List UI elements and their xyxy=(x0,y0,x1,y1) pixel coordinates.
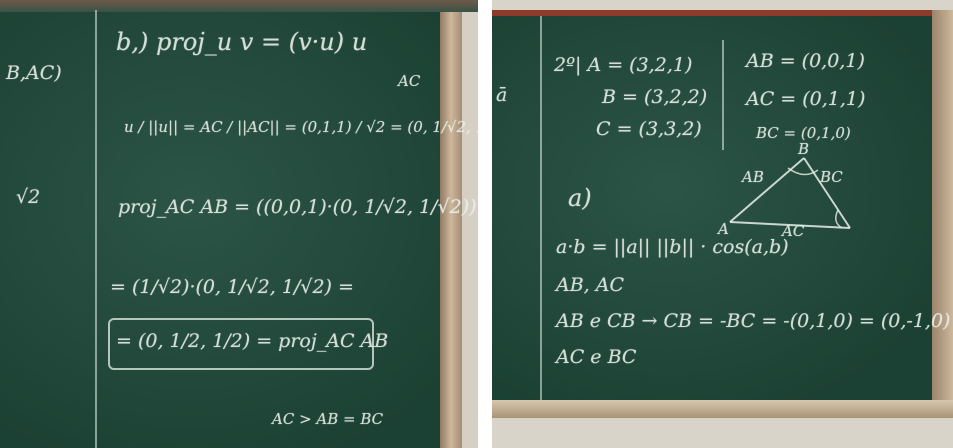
right-column-divider xyxy=(722,40,724,150)
point-b-line: B = (3,2,2) xyxy=(602,86,708,108)
ab-ac-line: AB, AC xyxy=(556,274,625,296)
vector-bc-line: BC = (0,1,0) xyxy=(756,124,851,142)
left-margin-line xyxy=(95,10,97,448)
left-wall xyxy=(462,0,478,448)
triangle-diagram xyxy=(729,157,851,229)
left-line-3: u / ||u|| = AC / ||AC|| = (0,1,1) / √2 =… xyxy=(124,118,478,136)
left-line-1: b,) proj_u v = (v·u) u xyxy=(116,28,368,56)
triangle-label-ac: AC xyxy=(782,222,805,240)
triangle-label-a: A xyxy=(718,220,729,238)
vector-ac-line: AC = (0,1,1) xyxy=(746,88,866,110)
right-board-frame xyxy=(932,10,953,410)
point-c-line: C = (3,3,2) xyxy=(596,118,702,140)
right-margin-line xyxy=(540,16,542,400)
right-margin-text: ā xyxy=(496,84,508,106)
left-line-5: = (1/√2)·(0, 1/√2, 1/√2) = xyxy=(110,276,354,298)
left-line-7: AC > AB = BC xyxy=(272,410,384,428)
left-line-6: = (0, 1/2, 1/2) = proj_AC AB xyxy=(116,330,389,352)
left-line-2: AC xyxy=(398,72,421,90)
left-margin-text-2: √2 xyxy=(16,186,41,208)
left-result-box xyxy=(108,318,374,370)
triangle-label-ab: AB xyxy=(742,168,764,186)
right-board-top-edge xyxy=(492,10,953,16)
ab-cb-line: AB e CB → CB = -BC = -(0,1,0) = (0,-1,0) xyxy=(556,310,951,332)
dot-product-line: a·b = ||a|| ||b|| · cos(a,b) xyxy=(556,236,789,258)
triangle-label-b: B xyxy=(798,140,810,158)
right-chalkboard-photo: ā 2º| A = (3,2,1) B = (3,2,2) C = (3,3,2… xyxy=(492,0,953,448)
left-line-4: proj_AC AB = ((0,0,1)·(0, 1/√2, 1/√2)) A… xyxy=(118,196,478,218)
ac-bc-line: AC e BC xyxy=(556,346,637,368)
part-label: a) xyxy=(568,184,592,212)
vector-ab-line: AB = (0,0,1) xyxy=(746,50,865,72)
left-chalkboard-surface xyxy=(0,0,478,448)
left-margin-text-1: B,AC) xyxy=(6,62,62,84)
chalk-tray xyxy=(492,400,953,418)
point-a-line: 2º| A = (3,2,1) xyxy=(554,54,693,76)
left-board-frame xyxy=(440,0,462,448)
left-board-top-edge xyxy=(0,0,478,12)
triangle-label-bc: BC xyxy=(820,168,843,186)
left-chalkboard-photo: B,AC) √2 b,) proj_u v = (v·u) u AC u / |… xyxy=(0,0,478,448)
right-chalkboard-surface xyxy=(492,14,932,400)
